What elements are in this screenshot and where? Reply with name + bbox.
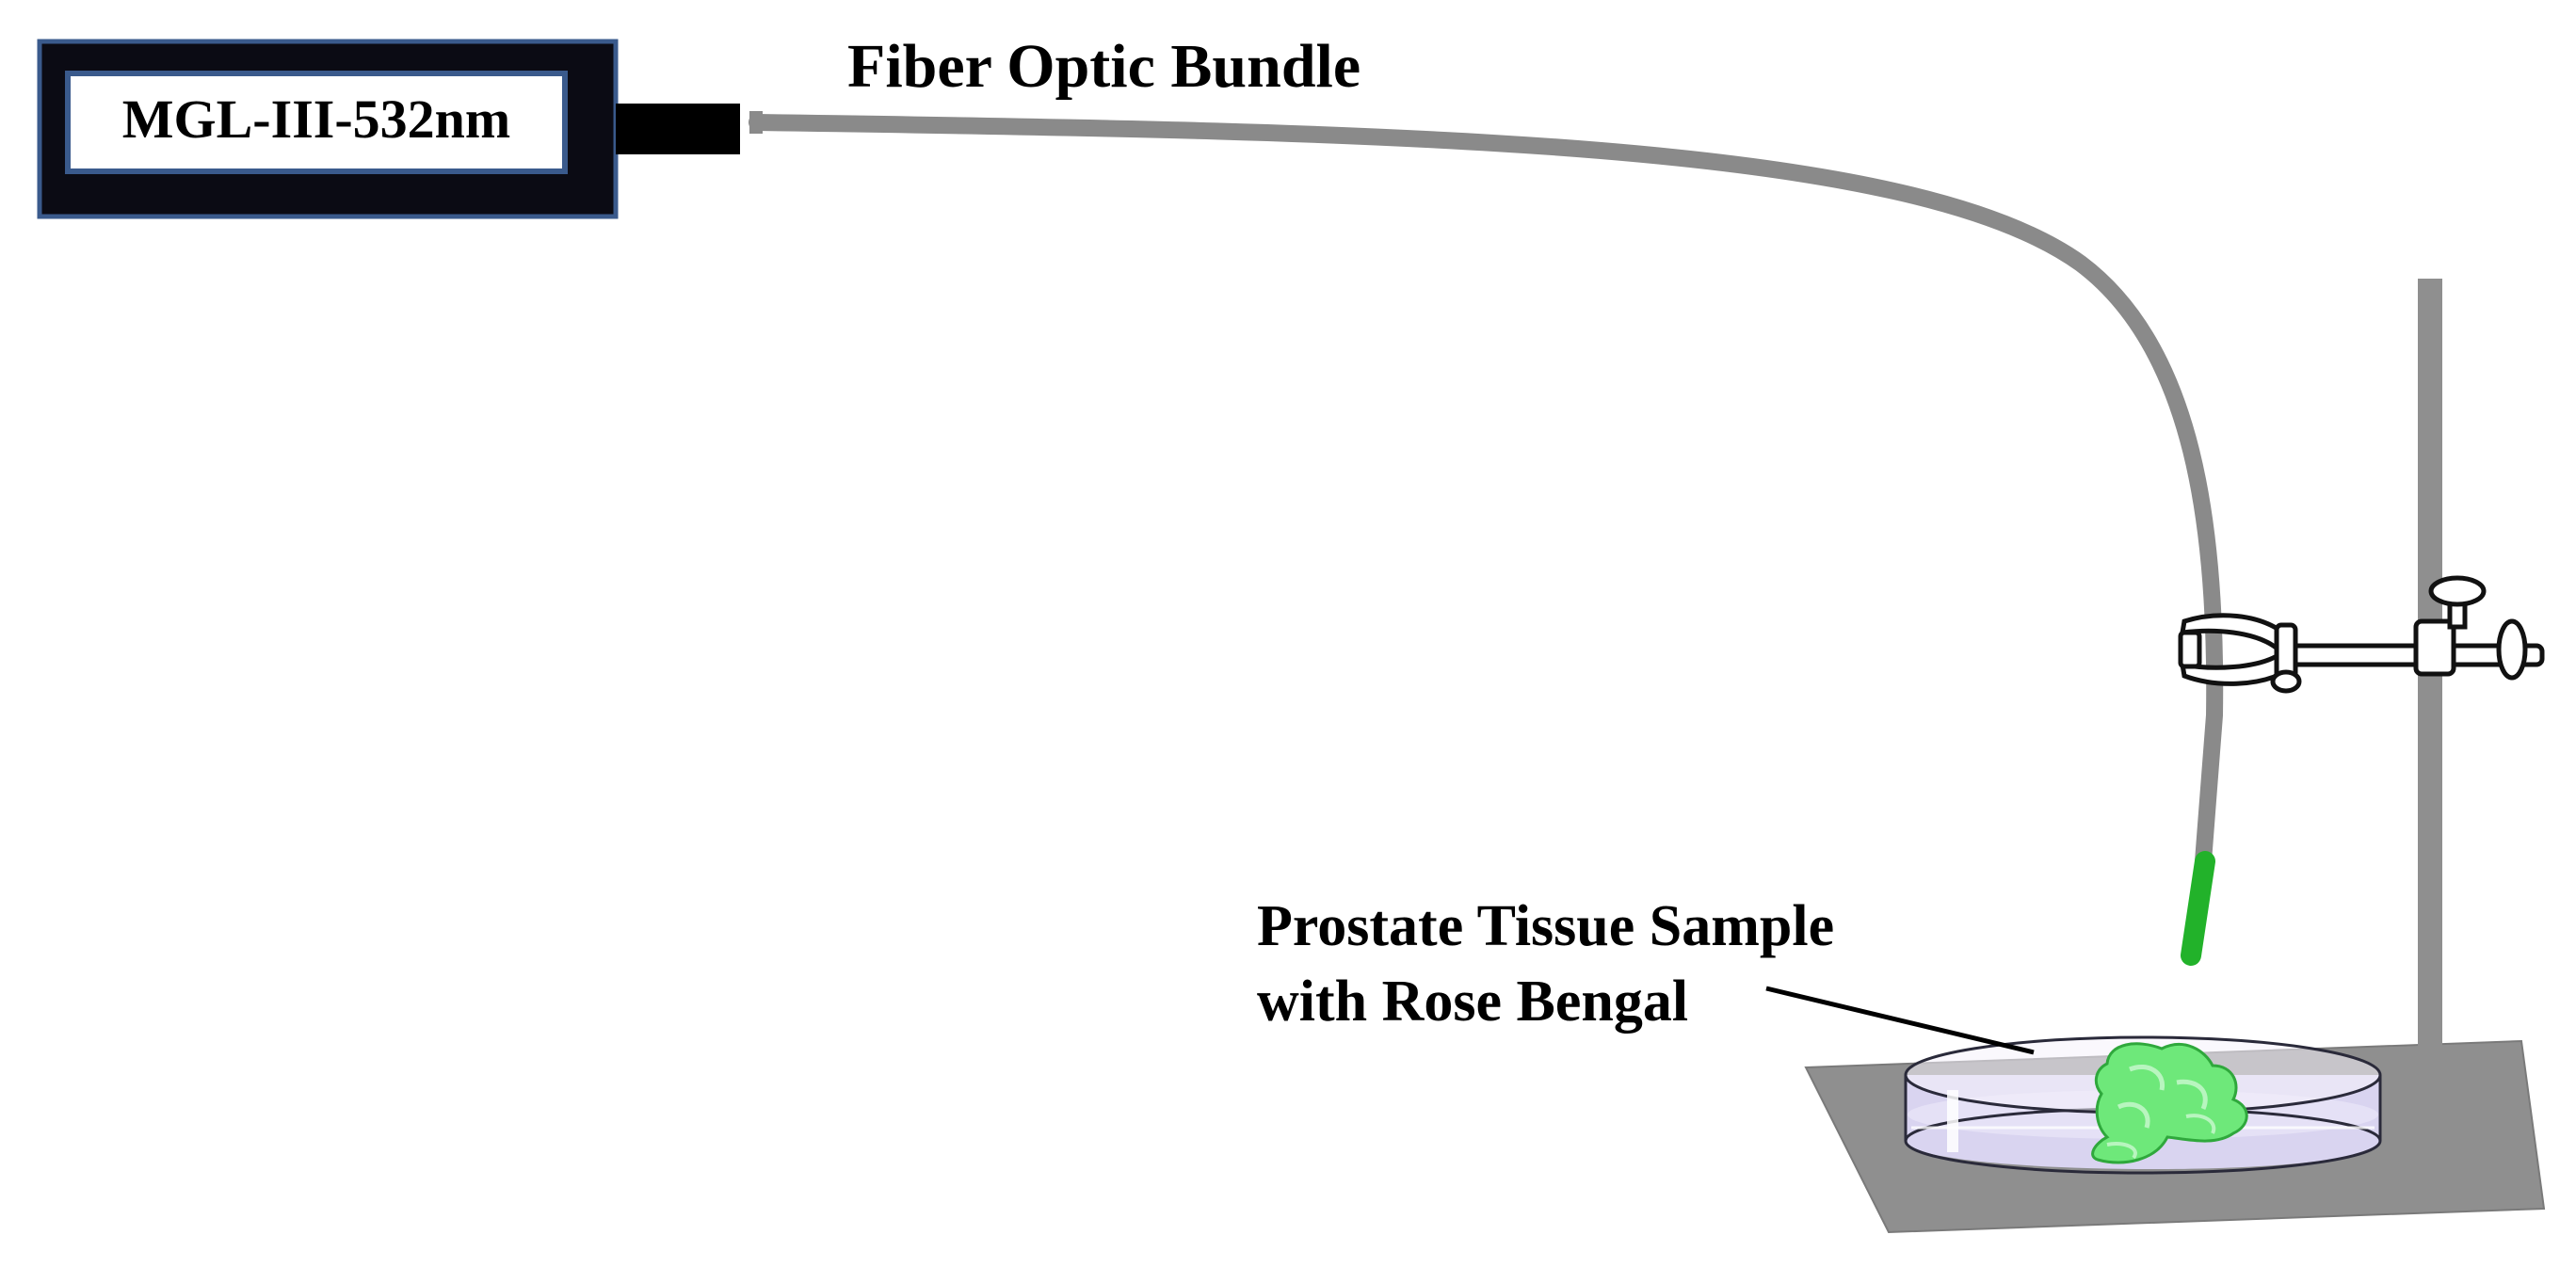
tissue-texture-4 [2185,1114,2216,1134]
fiber-tip [2181,851,2215,966]
laser-label-panel [65,71,568,174]
top-thumbscrew-knob [2428,575,2487,607]
dish-highlight [1947,1090,1958,1152]
clamp-jaw-screw-head [2270,669,2302,694]
tissue-texture-1 [2129,1065,2165,1091]
tissue-texture-5 [2106,1142,2137,1160]
laser-model-label: MGL-III-532nm [122,88,510,150]
tissue-sample [2091,1042,2248,1164]
sample-leader-line [1765,986,2035,1055]
laser-source: MGL-III-532nm [37,39,740,219]
stand-rod [2418,279,2442,1084]
side-thumbscrew-knob [2496,618,2528,681]
tissue-body [2091,1042,2248,1164]
fiber-optic-bundle [749,111,2224,966]
fiber-label: Fiber Optic Bundle [847,32,1360,101]
tissue-texture-3 [2117,1101,2150,1129]
tissue-texture-2 [2176,1079,2208,1111]
fiber-cable [749,114,2224,870]
clamp-boss-head [2413,618,2456,677]
sample-label-line2: with Rose Bengal [1257,970,1688,1034]
clamp [2178,575,2545,694]
sample-label-line1: Prostate Tissue Sample [1257,894,1834,958]
clamp-jaw-pad [2178,630,2202,669]
clamp-upper-jaw [2179,613,2292,653]
laser-output-port [616,104,740,154]
